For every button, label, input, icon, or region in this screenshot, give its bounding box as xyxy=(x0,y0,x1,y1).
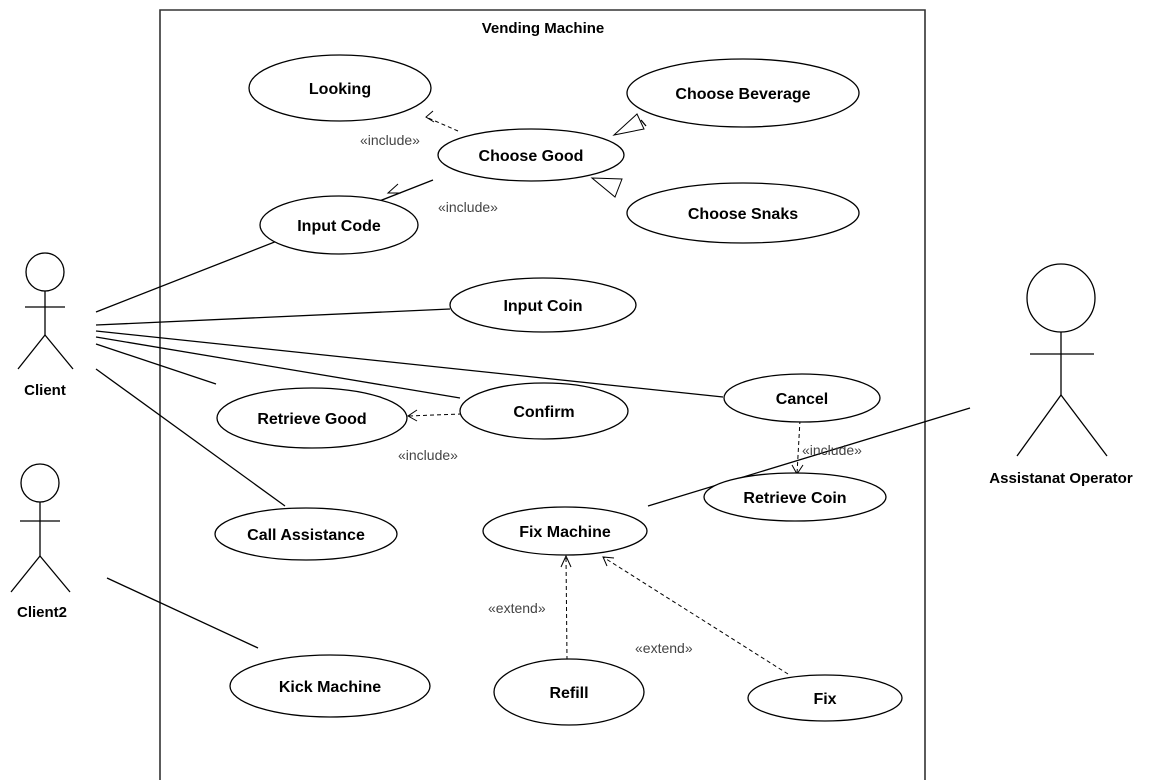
operator-head-icon xyxy=(1026,263,1096,333)
client2-right-leg xyxy=(39,555,71,593)
include-confirm-retrieve-good xyxy=(407,413,463,417)
actor-operator[interactable]: Assistanat Operator xyxy=(989,263,1133,487)
use-case-refill[interactable]: Refill xyxy=(493,658,645,726)
include-retrieve-good-arrow xyxy=(407,409,418,422)
use-case-call-assistance-ellipse xyxy=(214,507,398,561)
use-cases: Looking Choose Beverage Choose Good Choo… xyxy=(214,54,903,726)
use-case-choose-beverage-ellipse xyxy=(626,58,860,128)
assoc-operator-fix-machine xyxy=(647,407,971,507)
use-case-choose-beverage-label: Choose Beverage xyxy=(675,86,810,103)
assoc-client-cancel xyxy=(95,330,724,398)
use-case-confirm-ellipse xyxy=(459,382,629,440)
actor-client-label: Client xyxy=(24,382,66,399)
use-case-fix-machine[interactable]: Fix Machine xyxy=(482,506,648,556)
stereotype-extend-fix: «extend» xyxy=(635,640,693,656)
include-cancel-retrieve-coin xyxy=(796,419,801,475)
include-looking-arrow xyxy=(425,110,435,123)
assoc-client-retrieve-good xyxy=(95,343,217,385)
use-case-cancel-ellipse xyxy=(723,373,881,423)
include-choose-good-looking xyxy=(425,116,459,132)
use-case-input-code-ellipse xyxy=(259,195,419,255)
use-case-input-coin-ellipse xyxy=(449,277,637,333)
include-input-code-arrow xyxy=(386,183,401,194)
use-case-refill-ellipse xyxy=(493,658,645,726)
use-case-call-assistance[interactable]: Call Assistance xyxy=(214,507,398,561)
use-case-choose-good[interactable]: Choose Good xyxy=(437,128,625,182)
system-title: Vending Machine xyxy=(482,20,605,37)
extend-fix-fix-machine xyxy=(602,556,789,675)
actor-client[interactable]: Client xyxy=(17,252,74,399)
client-left-leg xyxy=(17,334,46,370)
extend-fix-arrow xyxy=(602,556,615,567)
use-case-choose-snaks-ellipse xyxy=(626,182,860,244)
use-case-input-code-label: Input Code xyxy=(297,218,381,235)
stereotype-extend-refill: «extend» xyxy=(488,600,546,616)
assoc-client-input-coin xyxy=(95,308,451,326)
use-case-fix-machine-ellipse xyxy=(482,506,648,556)
stereotype-include-looking: «include» xyxy=(360,132,420,148)
use-case-looking[interactable]: Looking xyxy=(248,54,432,122)
stereotype-labels: «include» «include» «include» «include» … xyxy=(360,132,862,656)
use-case-retrieve-coin-ellipse xyxy=(703,472,887,522)
assoc-client-confirm xyxy=(95,336,461,399)
use-case-input-coin[interactable]: Input Coin xyxy=(449,277,637,333)
extend-refill-arrow xyxy=(560,554,572,568)
operator-left-leg xyxy=(1016,394,1062,457)
use-case-kick-machine-ellipse xyxy=(229,654,431,718)
actor-operator-label: Assistanat Operator xyxy=(989,470,1133,487)
system-boundary-box xyxy=(159,9,926,780)
use-case-retrieve-coin-label: Retrieve Coin xyxy=(743,490,846,507)
use-case-choose-good-label: Choose Good xyxy=(479,148,584,165)
client2-left-leg xyxy=(10,555,41,593)
generalization-triangle-beverage xyxy=(612,113,645,136)
generalization-beverage-stub xyxy=(640,119,647,127)
system-boundary: Vending Machine xyxy=(159,9,926,780)
use-case-input-coin-label: Input Coin xyxy=(503,298,582,315)
generalizations xyxy=(590,113,647,198)
use-case-kick-machine[interactable]: Kick Machine xyxy=(229,654,431,718)
use-case-choose-beverage[interactable]: Choose Beverage xyxy=(626,58,860,128)
use-case-fix-ellipse xyxy=(747,674,903,722)
actor-client2-label: Client2 xyxy=(17,604,67,621)
associations xyxy=(95,179,971,649)
stereotype-include-input-code: «include» xyxy=(438,199,498,215)
use-case-call-assistance-label: Call Assistance xyxy=(247,527,365,544)
use-case-fix-machine-label: Fix Machine xyxy=(519,524,611,541)
stereotype-include-retrieve-coin: «include» xyxy=(802,442,862,458)
assoc-client2-kick-machine xyxy=(106,577,259,649)
client-right-leg xyxy=(44,334,74,370)
client-head-icon xyxy=(25,252,65,292)
use-case-choose-snaks[interactable]: Choose Snaks xyxy=(626,182,860,244)
use-case-retrieve-good[interactable]: Retrieve Good xyxy=(216,387,408,449)
use-case-refill-label: Refill xyxy=(549,685,588,702)
use-case-cancel-label: Cancel xyxy=(776,391,828,408)
use-case-choose-good-ellipse xyxy=(437,128,625,182)
use-case-fix-label: Fix xyxy=(813,691,836,708)
use-case-choose-snaks-label: Choose Snaks xyxy=(688,206,798,223)
use-case-looking-label: Looking xyxy=(309,81,371,98)
use-case-input-code[interactable]: Input Code xyxy=(259,195,419,255)
use-case-cancel[interactable]: Cancel xyxy=(723,373,881,423)
use-case-fix[interactable]: Fix xyxy=(747,674,903,722)
use-case-confirm[interactable]: Confirm xyxy=(459,382,629,440)
use-case-retrieve-coin[interactable]: Retrieve Coin xyxy=(703,472,887,522)
use-case-kick-machine-label: Kick Machine xyxy=(279,679,381,696)
client2-head-icon xyxy=(20,463,60,503)
extend-refill-fix-machine xyxy=(565,555,568,661)
operator-right-leg xyxy=(1060,394,1108,457)
stereotype-include-retrieve-good: «include» xyxy=(398,447,458,463)
use-case-looking-ellipse xyxy=(248,54,432,122)
assoc-client-call-assistance xyxy=(95,368,286,507)
generalization-triangle-snaks xyxy=(590,177,623,198)
use-case-retrieve-good-label: Retrieve Good xyxy=(257,411,366,428)
use-case-confirm-label: Confirm xyxy=(513,404,574,421)
use-case-retrieve-good-ellipse xyxy=(216,387,408,449)
actor-client2[interactable]: Client2 xyxy=(10,463,71,621)
dependencies xyxy=(386,110,804,675)
